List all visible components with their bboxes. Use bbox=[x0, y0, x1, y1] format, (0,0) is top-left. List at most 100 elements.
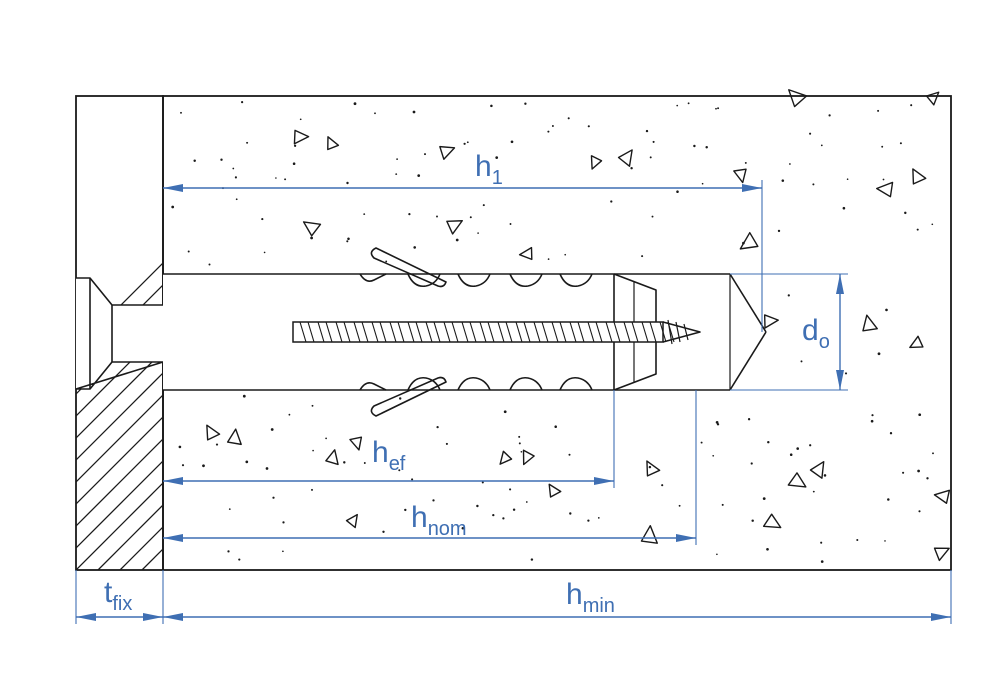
aggregate-dot bbox=[597, 517, 600, 519]
aggregate-pebble bbox=[590, 155, 603, 170]
aggregate-pebble bbox=[325, 449, 339, 466]
aggregate-dot bbox=[885, 308, 888, 312]
aggregate-dot bbox=[877, 109, 880, 112]
aggregate-dot bbox=[311, 404, 314, 407]
aggregate-dot bbox=[509, 223, 512, 225]
aggregate-dot bbox=[510, 140, 514, 144]
aggregate-dot bbox=[844, 372, 848, 375]
aggregate-dot bbox=[272, 496, 275, 499]
aggregate-dot bbox=[881, 145, 884, 148]
aggregate-dot bbox=[215, 443, 219, 446]
aggregate-dot bbox=[641, 255, 644, 258]
aggregate-dot bbox=[882, 178, 885, 181]
aggregate-dot bbox=[678, 504, 681, 507]
aggregate-dot bbox=[871, 414, 874, 417]
aggregate-pebble bbox=[862, 314, 878, 332]
aggregate-dot bbox=[809, 132, 812, 135]
aggregate-dot bbox=[346, 181, 349, 185]
aggregate-dot bbox=[520, 450, 523, 453]
aggregate-dot bbox=[518, 435, 521, 438]
aggregate-dot bbox=[481, 481, 484, 484]
aggregate-dot bbox=[325, 437, 327, 440]
aggregate-pebble bbox=[733, 168, 747, 184]
aggregate-dot bbox=[931, 223, 934, 226]
aggregate-pebble bbox=[345, 513, 358, 529]
hatch-line bbox=[76, 438, 163, 527]
thread-mark bbox=[641, 321, 657, 343]
aggregate-pebble bbox=[522, 449, 535, 466]
aggregate-dot bbox=[518, 442, 521, 445]
aggregate-dot bbox=[747, 418, 751, 421]
aggregate-dot bbox=[482, 204, 485, 207]
aggregate-dot bbox=[363, 213, 366, 216]
aggregate-pebble bbox=[809, 460, 825, 479]
aggregate-dot bbox=[245, 460, 249, 464]
aggregate-dot bbox=[842, 206, 846, 210]
aggregate-dot bbox=[846, 178, 849, 180]
aggregate-dot bbox=[524, 102, 527, 105]
aggregate-dot bbox=[235, 198, 238, 201]
aggregate-dot bbox=[744, 161, 747, 164]
aggregate-dot bbox=[781, 179, 785, 182]
screw-threads bbox=[299, 321, 675, 343]
aggregate-dot bbox=[432, 499, 435, 502]
aggregate-dot bbox=[509, 488, 512, 491]
hatch-line bbox=[76, 482, 163, 570]
aggregate-dot bbox=[346, 240, 349, 243]
thread-mark bbox=[443, 321, 459, 343]
aggregate-dot bbox=[751, 519, 754, 522]
aggregate-dot bbox=[469, 216, 472, 219]
aggregate-dot bbox=[180, 111, 182, 114]
aggregate-dot bbox=[445, 442, 448, 445]
thread-mark bbox=[317, 321, 333, 343]
thread-mark bbox=[353, 321, 369, 343]
aggregate-pebble bbox=[302, 221, 322, 237]
thread-mark bbox=[389, 321, 405, 343]
thread-mark bbox=[335, 321, 351, 343]
aggregate-pebble bbox=[206, 424, 221, 441]
aggregate-dot bbox=[856, 538, 859, 542]
aggregate-dot bbox=[812, 490, 815, 493]
aggregate-dot bbox=[242, 394, 246, 398]
aggregate-dot bbox=[261, 218, 264, 221]
aggregate-dot bbox=[762, 497, 766, 500]
aggregate-dot bbox=[721, 503, 724, 506]
aggregate-dot bbox=[502, 517, 505, 520]
aggregate-dot bbox=[649, 156, 652, 159]
aggregate-dot bbox=[396, 158, 398, 160]
aggregate-dot bbox=[413, 246, 417, 249]
aggregate-pebble bbox=[909, 335, 924, 349]
aggregate-dot bbox=[512, 508, 516, 511]
aggregate-pebble bbox=[787, 472, 807, 488]
aggregate-dot bbox=[693, 144, 696, 148]
aggregate-dot bbox=[554, 425, 557, 428]
thread-mark bbox=[497, 321, 513, 343]
aggregate-pebble bbox=[518, 246, 533, 261]
aggregate-dot bbox=[228, 508, 231, 510]
aggregate-dot bbox=[916, 228, 919, 231]
aggregate-dot bbox=[436, 215, 438, 218]
aggregate-pebble bbox=[925, 91, 940, 106]
thread-mark bbox=[515, 321, 531, 343]
aggregate-dot bbox=[796, 447, 799, 450]
aggregate-pebble bbox=[739, 231, 759, 250]
aggregate-dot bbox=[234, 176, 237, 179]
aggregate-dot bbox=[404, 508, 407, 512]
aggregate-pebble bbox=[646, 460, 661, 477]
aggregate-dot bbox=[490, 104, 493, 108]
aggregate-dot bbox=[227, 550, 230, 553]
aggregate-pebble bbox=[439, 145, 456, 160]
thread-mark bbox=[371, 321, 387, 343]
aggregate-dot bbox=[820, 144, 823, 147]
aggregate-dot bbox=[877, 352, 881, 356]
aggregate-dot bbox=[311, 488, 313, 491]
aggregate-dot bbox=[918, 510, 921, 513]
aggregate-pebble bbox=[548, 483, 562, 498]
aggregate-dot bbox=[870, 419, 874, 423]
aggregate-dot bbox=[705, 146, 708, 149]
aggregate-dot bbox=[701, 182, 704, 185]
aggregate-dot bbox=[246, 141, 249, 144]
aggregate-dot bbox=[232, 167, 235, 170]
aggregate-dot bbox=[568, 453, 571, 456]
aggregate-dot bbox=[547, 130, 550, 133]
